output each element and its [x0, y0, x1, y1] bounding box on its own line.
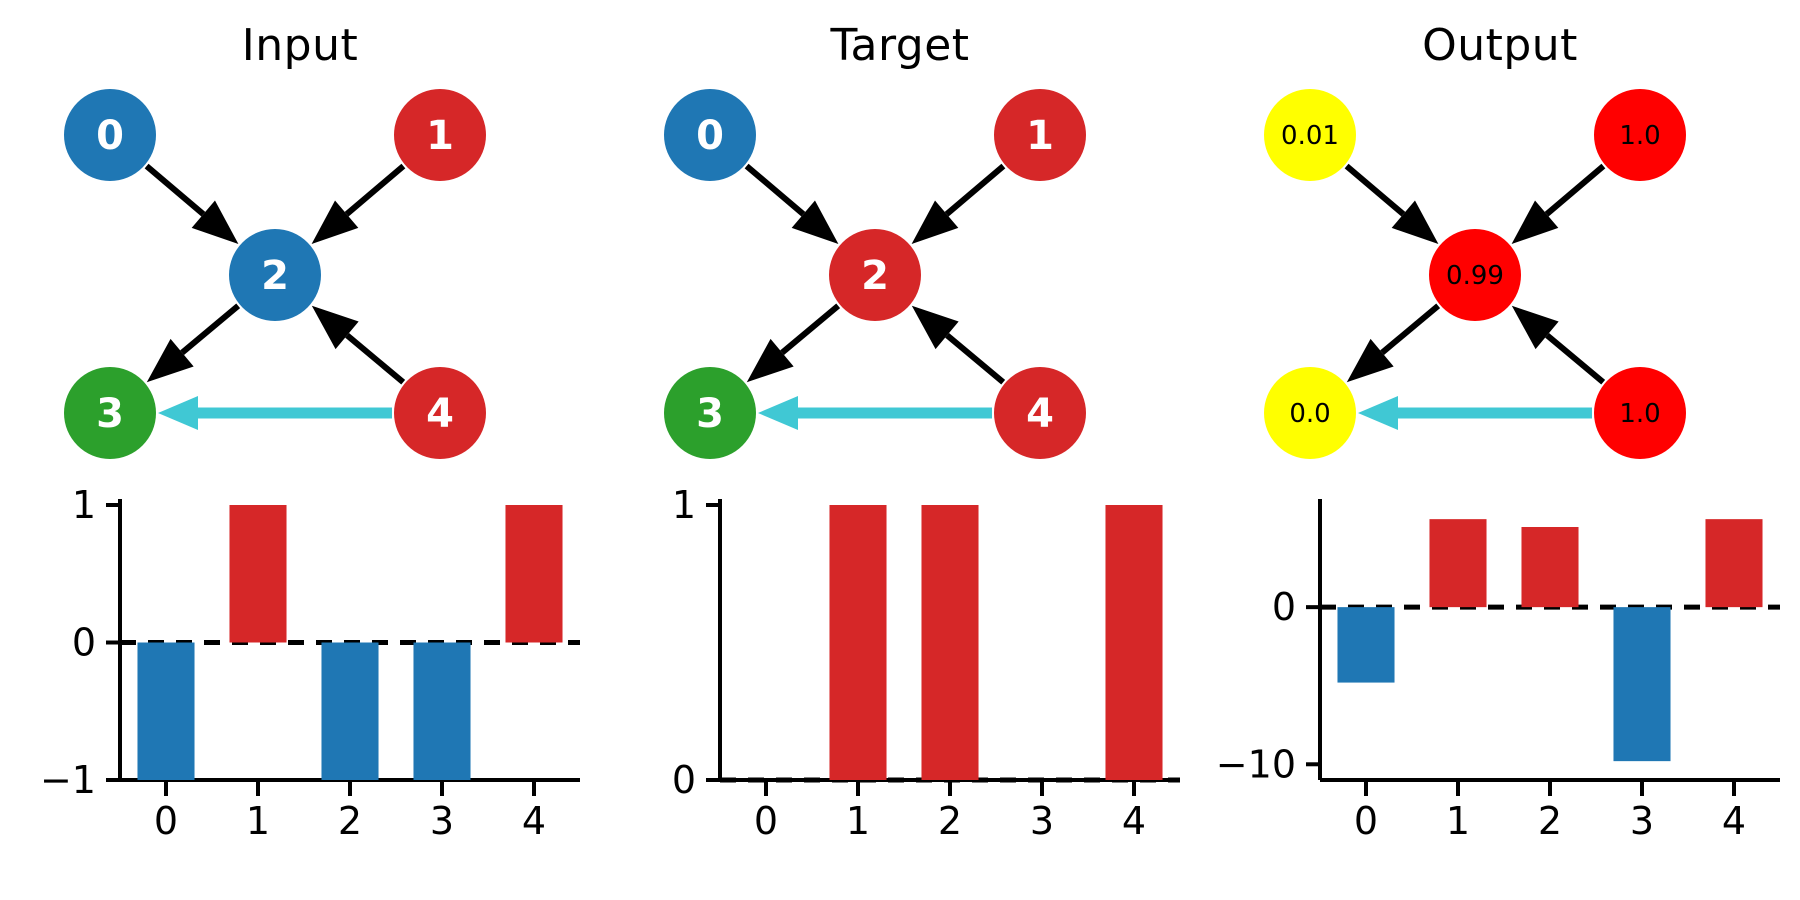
panel-output: Output 0.01 1.0 0.99 0.0 1.0 0 −10 0 1 2 3 4 — [1200, 0, 1800, 900]
graph-node-input-0[interactable]: 0 — [64, 89, 156, 181]
chart-canvas-target: 1 0 0 1 2 3 4 — [672, 483, 1180, 843]
chart-output: 0 −10 0 1 2 3 4 — [1200, 480, 1800, 900]
graph-node-output-1[interactable]: 1.0 — [1594, 89, 1686, 181]
graph-edge-4-to-3 — [758, 396, 992, 430]
graph-node-output-0[interactable]: 0.01 — [1264, 89, 1356, 181]
bar-3[interactable] — [413, 642, 471, 781]
graph-canvas-output: 0.01 1.0 0.99 0.0 1.0 — [1264, 89, 1686, 459]
x-tick-label: 3 — [1630, 799, 1654, 843]
graph-edge-2-to-3 — [746, 303, 841, 383]
graph-edge-1-to-2 — [311, 163, 406, 244]
graph-edge-1-to-2 — [1511, 163, 1606, 244]
bar-2[interactable] — [1521, 527, 1579, 608]
x-tick-label: 0 — [154, 799, 178, 843]
chart-canvas-input: 1 0 −1 0 1 2 3 4 — [40, 483, 580, 843]
x-tick-label: 1 — [1446, 799, 1470, 843]
graph-edge-0-to-2 — [1344, 163, 1439, 244]
panel-input: Input 0 1 2 3 4 1 0 −1 0 1 2 3 4 — [0, 0, 600, 900]
graph-edge-2-to-3 — [1346, 303, 1441, 383]
graph-edge-0-to-2 — [144, 163, 239, 244]
bar-3[interactable] — [1613, 607, 1671, 762]
x-tick-label: 1 — [246, 799, 270, 843]
x-tick-label: 2 — [338, 799, 362, 843]
graph-node-label: 0 — [96, 113, 124, 159]
graph-node-output-3[interactable]: 0.0 — [1264, 367, 1356, 459]
graph-edge-4-to-2 — [311, 305, 406, 385]
graph-node-label: 1.0 — [1619, 399, 1660, 429]
graph-node-label: 0.01 — [1281, 121, 1339, 151]
graph-edge-4-to-2 — [1511, 305, 1606, 385]
graph-node-output-4[interactable]: 1.0 — [1594, 367, 1686, 459]
graph-input: 0 1 2 3 4 — [0, 80, 600, 480]
chart-canvas-output: 0 −10 0 1 2 3 4 — [1216, 499, 1780, 843]
graph-edge-0-to-2 — [744, 163, 839, 244]
x-tick-label: 0 — [1354, 799, 1378, 843]
graph-node-label: 1 — [1026, 113, 1054, 159]
y-tick-label: 0 — [72, 621, 96, 665]
graph-node-input-2[interactable]: 2 — [229, 229, 321, 321]
graph-edge-4-to-3 — [158, 396, 392, 430]
bar-1[interactable] — [1429, 519, 1487, 608]
bar-4[interactable] — [1705, 519, 1763, 608]
bar-1[interactable] — [829, 505, 887, 780]
graph-node-target-3[interactable]: 3 — [664, 367, 756, 459]
panel-title-target: Target — [830, 20, 970, 71]
panel-title-input: Input — [241, 20, 359, 71]
graph-node-label: 4 — [1026, 391, 1054, 437]
y-tick-label: −1 — [40, 758, 96, 802]
graph-node-target-2[interactable]: 2 — [829, 229, 921, 321]
bar-2[interactable] — [321, 642, 379, 781]
bar-4[interactable] — [1105, 505, 1163, 780]
graph-node-label: 0.99 — [1446, 261, 1504, 291]
y-tick-label: −10 — [1216, 742, 1296, 786]
graph-node-target-0[interactable]: 0 — [664, 89, 756, 181]
chart-input: 1 0 −1 0 1 2 3 4 — [0, 480, 600, 900]
graph-node-target-4[interactable]: 4 — [994, 367, 1086, 459]
graph-node-input-1[interactable]: 1 — [394, 89, 486, 181]
bar-0[interactable] — [137, 642, 195, 781]
panel-title-output: Output — [1422, 20, 1578, 71]
graph-target: 0 1 2 3 4 — [600, 80, 1200, 480]
graph-edge-2-to-3 — [146, 303, 241, 383]
x-tick-label: 4 — [1722, 799, 1746, 843]
graph-edge-4-to-3 — [1358, 396, 1592, 430]
y-tick-label: 0 — [1272, 585, 1296, 629]
graph-node-target-1[interactable]: 1 — [994, 89, 1086, 181]
graph-node-input-4[interactable]: 4 — [394, 367, 486, 459]
x-tick-label: 2 — [938, 799, 962, 843]
graph-node-label: 3 — [696, 391, 724, 437]
graph-edge-4-to-2 — [911, 305, 1006, 385]
bar-2[interactable] — [921, 505, 979, 780]
x-tick-label: 4 — [1122, 799, 1146, 843]
panel-target: Target 0 1 2 3 4 1 0 0 1 2 3 4 — [600, 0, 1200, 900]
graph-node-label: 1.0 — [1619, 121, 1660, 151]
y-tick-label: 0 — [672, 758, 696, 802]
graph-node-label: 0.0 — [1289, 399, 1330, 429]
graph-node-label: 1 — [426, 113, 454, 159]
y-tick-label: 1 — [672, 483, 696, 527]
x-tick-label: 0 — [754, 799, 778, 843]
bar-0[interactable] — [1337, 607, 1395, 683]
x-tick-label: 4 — [522, 799, 546, 843]
x-tick-label: 2 — [1538, 799, 1562, 843]
x-tick-label: 3 — [430, 799, 454, 843]
graph-edge-1-to-2 — [911, 163, 1006, 244]
graph-node-input-3[interactable]: 3 — [64, 367, 156, 459]
y-tick-label: 1 — [72, 483, 96, 527]
graph-node-output-2[interactable]: 0.99 — [1429, 229, 1521, 321]
bar-1[interactable] — [229, 505, 287, 643]
x-tick-label: 1 — [846, 799, 870, 843]
graph-canvas-target: 0 1 2 3 4 — [664, 89, 1086, 459]
x-tick-label: 3 — [1030, 799, 1054, 843]
graph-node-label: 2 — [861, 253, 889, 299]
graph-output: 0.01 1.0 0.99 0.0 1.0 — [1200, 80, 1800, 480]
chart-target: 1 0 0 1 2 3 4 — [600, 480, 1200, 900]
graph-node-label: 0 — [696, 113, 724, 159]
graph-canvas-input: 0 1 2 3 4 — [64, 89, 486, 459]
graph-node-label: 2 — [261, 253, 289, 299]
bar-4[interactable] — [505, 505, 563, 643]
graph-node-label: 3 — [96, 391, 124, 437]
graph-node-label: 4 — [426, 391, 454, 437]
